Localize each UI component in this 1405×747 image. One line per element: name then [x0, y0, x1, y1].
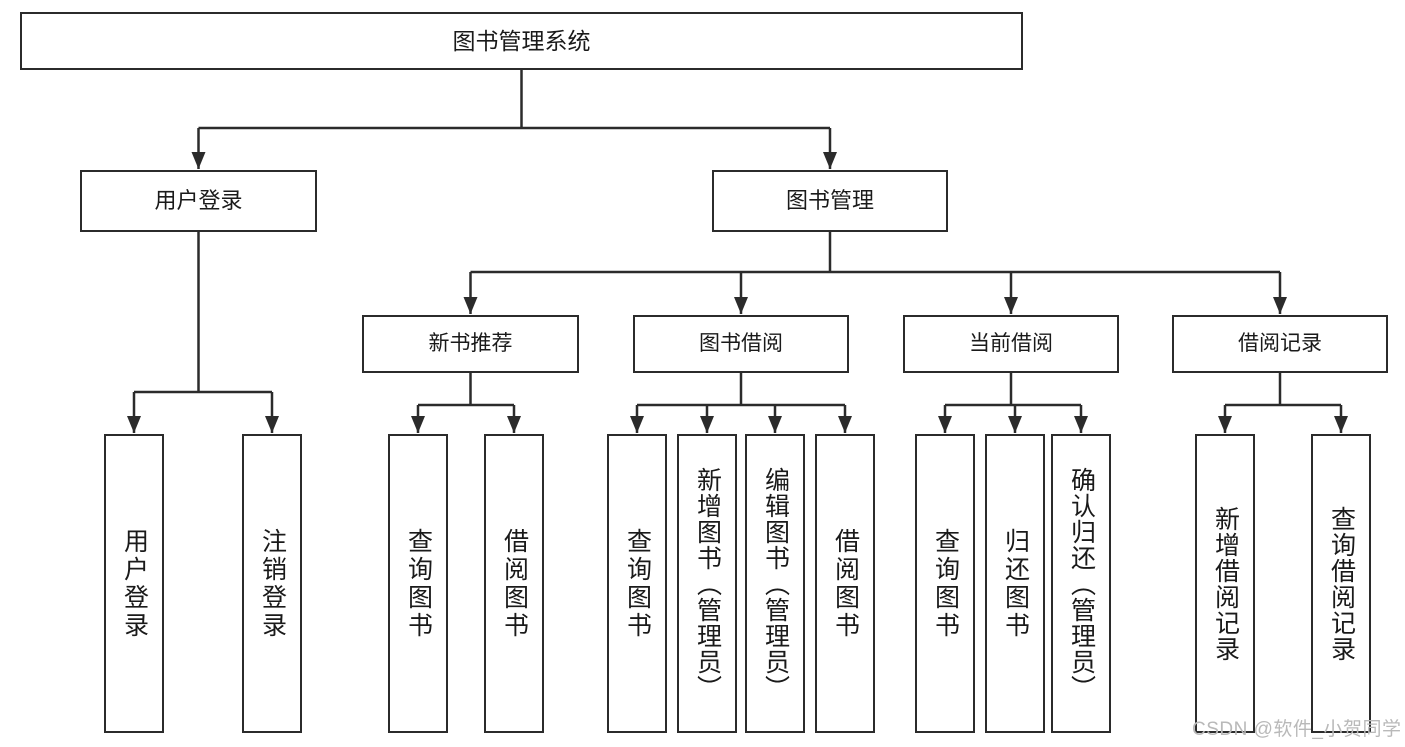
node-label: 图书借阅	[699, 331, 783, 355]
node-label: 用户登录	[120, 527, 149, 640]
node-leaf2[interactable]: 注销登录	[242, 434, 302, 733]
node-leaf13[interactable]: 查询借阅记录	[1311, 434, 1371, 733]
node-label: 查询借阅记录	[1327, 505, 1356, 662]
arrowhead-icon	[1074, 416, 1088, 433]
arrowhead-icon	[411, 416, 425, 433]
arrowhead-icon	[1218, 416, 1232, 433]
node-leaf9[interactable]: 查询图书	[915, 434, 975, 733]
arrowhead-icon	[265, 416, 279, 433]
node-root[interactable]: 图书管理系统	[20, 12, 1023, 70]
node-leaf6[interactable]: 新增图书（管理员）	[677, 434, 737, 733]
node-label: 新书推荐	[428, 331, 513, 355]
node-label: 查询图书	[623, 527, 652, 640]
node-label: 新增借阅记录	[1211, 505, 1240, 662]
node-label: 归还图书	[1001, 527, 1030, 640]
node-borrow[interactable]: 图书借阅	[633, 315, 849, 373]
arrowhead-icon	[191, 152, 206, 169]
node-label: 查询图书	[931, 527, 960, 640]
arrowhead-icon	[1008, 416, 1022, 433]
arrowhead-icon	[507, 416, 521, 433]
node-leaf10[interactable]: 归还图书	[985, 434, 1045, 733]
arrowhead-icon	[823, 152, 837, 169]
arrowhead-icon	[734, 297, 748, 314]
node-leaf5[interactable]: 查询图书	[607, 434, 667, 733]
arrowhead-icon	[630, 416, 644, 433]
node-label: 借阅记录	[1238, 331, 1322, 355]
arrowhead-icon	[1273, 297, 1287, 314]
watermark: CSDN @软件_小贺同学	[1192, 719, 1402, 740]
node-records[interactable]: 借阅记录	[1172, 315, 1388, 373]
node-label: 当前借阅	[969, 331, 1053, 355]
node-leaf3[interactable]: 查询图书	[388, 434, 448, 733]
node-label: 查询图书	[404, 527, 433, 640]
arrowhead-icon	[1334, 416, 1348, 433]
arrowhead-icon	[1004, 297, 1018, 314]
node-label: 注销登录	[258, 527, 287, 640]
node-label: 确认归还（管理员）	[1067, 466, 1096, 701]
node-leaf11[interactable]: 确认归还（管理员）	[1051, 434, 1111, 733]
node-label: 用户登录	[154, 188, 243, 214]
arrowhead-icon	[938, 416, 952, 433]
arrowhead-icon	[838, 416, 852, 433]
node-leaf4[interactable]: 借阅图书	[484, 434, 544, 733]
node-label: 借阅图书	[831, 527, 860, 640]
node-label: 图书管理系统	[452, 27, 591, 54]
node-leaf7[interactable]: 编辑图书（管理员）	[745, 434, 805, 733]
arrowhead-icon	[768, 416, 782, 433]
node-leaf1[interactable]: 用户登录	[104, 434, 164, 733]
node-label: 图书管理	[785, 188, 874, 214]
node-newbook[interactable]: 新书推荐	[362, 315, 579, 373]
node-label: 编辑图书（管理员）	[761, 466, 790, 701]
arrowhead-icon	[700, 416, 714, 433]
node-bookmgmt[interactable]: 图书管理	[712, 170, 948, 232]
node-login[interactable]: 用户登录	[80, 170, 317, 232]
node-label: 新增图书（管理员）	[693, 466, 722, 701]
arrowhead-icon	[127, 416, 141, 433]
node-current[interactable]: 当前借阅	[903, 315, 1119, 373]
node-label: 借阅图书	[500, 527, 529, 640]
arrowhead-icon	[463, 297, 478, 314]
node-leaf8[interactable]: 借阅图书	[815, 434, 875, 733]
node-leaf12[interactable]: 新增借阅记录	[1195, 434, 1255, 733]
